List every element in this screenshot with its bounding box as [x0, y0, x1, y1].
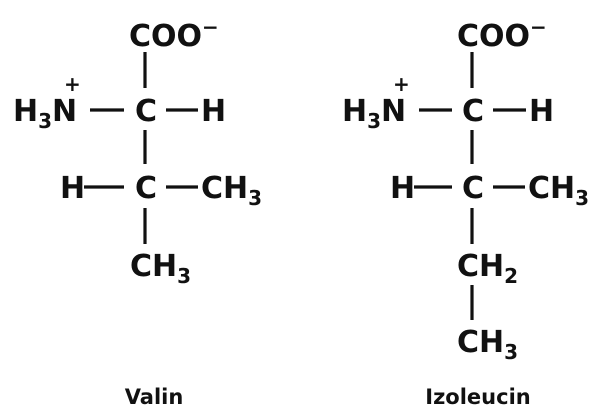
izoleucin-side-methylene: CH2	[457, 249, 518, 288]
izoleucin-carboxyl-group: COO−	[457, 15, 547, 54]
izoleucin-side-methyl-right: CH3	[528, 171, 589, 210]
izoleucin-side-carbon: C	[462, 171, 484, 206]
valin-amino-charge: +	[64, 72, 81, 96]
valin-name-label: Valin	[125, 385, 184, 409]
izoleucin-amino-group: H3N	[342, 94, 406, 133]
valin-side-carbon: C	[135, 171, 157, 206]
izoleucin-side-hydrogen: H	[390, 171, 415, 206]
valin-alpha-hydrogen: H	[201, 94, 226, 129]
valin-structure: COO− H3N + C H H C CH3 CH3 Valin	[13, 15, 262, 409]
valin-side-methyl-bottom: CH3	[130, 249, 191, 288]
valin-side-methyl-right: CH3	[201, 171, 262, 210]
izoleucin-name-label: Izoleucin	[425, 385, 530, 409]
izoleucin-structure: COO− H3N + C H H C CH3 CH2 CH3 Izoleucin	[342, 15, 589, 409]
izoleucin-terminal-methyl: CH3	[457, 325, 518, 364]
valin-side-hydrogen: H	[60, 171, 85, 206]
izoleucin-alpha-hydrogen: H	[529, 94, 554, 129]
izoleucin-alpha-carbon: C	[462, 94, 484, 129]
valin-amino-group: H3N	[13, 94, 77, 133]
valin-alpha-carbon: C	[135, 94, 157, 129]
izoleucin-amino-charge: +	[393, 72, 410, 96]
valin-carboxyl-group: COO−	[129, 15, 219, 54]
